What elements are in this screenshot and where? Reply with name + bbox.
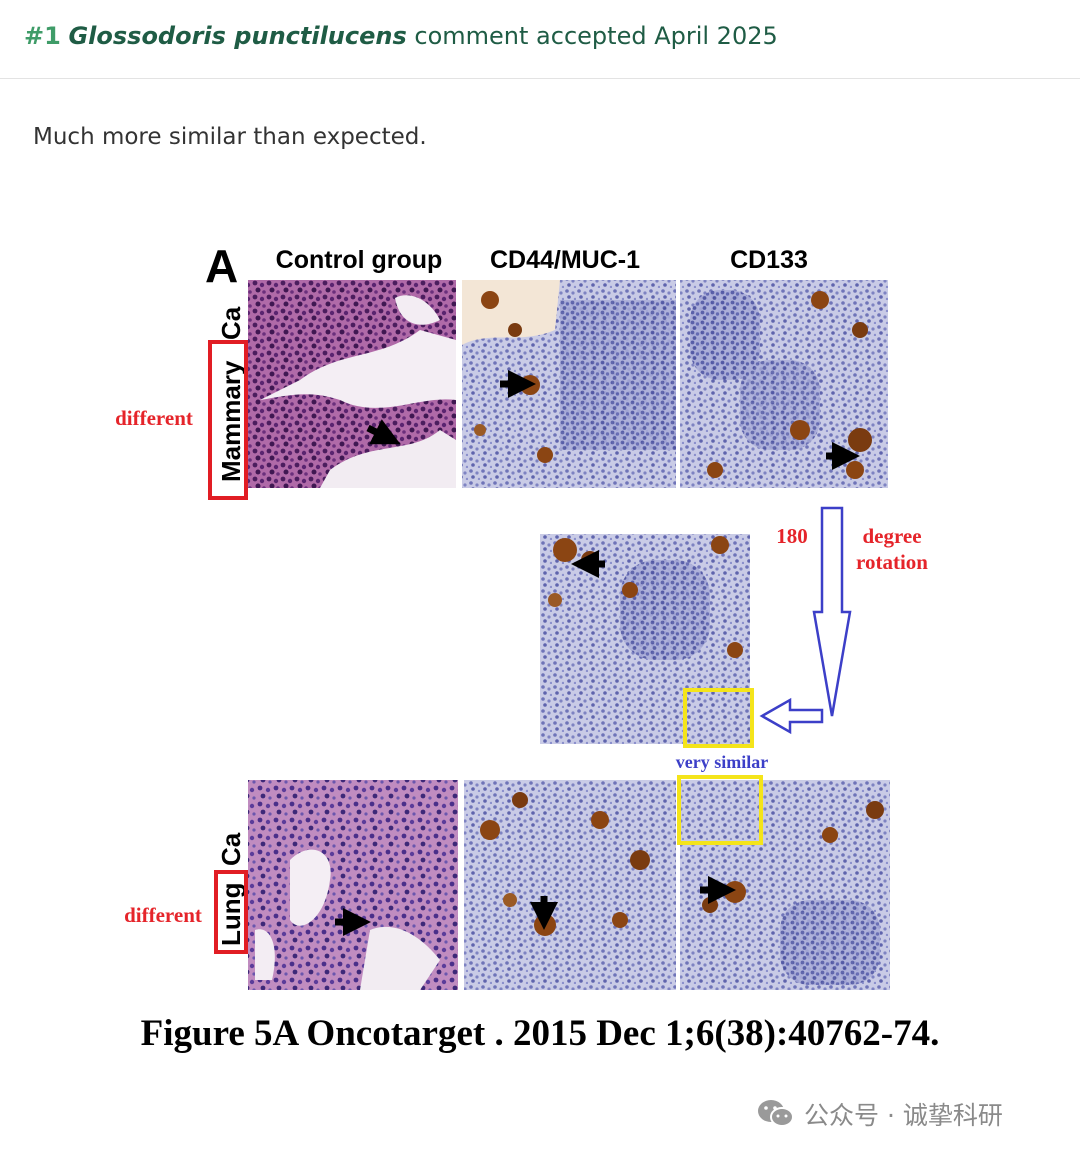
column-header-cd44: CD44/MUC-1: [490, 246, 640, 274]
different-label-bottom: different: [124, 903, 202, 927]
panel-letter: A: [205, 240, 238, 292]
rotation-line1: degree: [862, 524, 921, 548]
panel-rotated-cd133: [540, 534, 750, 744]
row-label-lung: Lung: [216, 882, 246, 946]
watermark: 公众号 · 诚挚科研: [756, 1096, 1003, 1132]
panel-lung-cd133: [680, 780, 890, 990]
row-label-mammary: Mammary: [216, 360, 246, 482]
comment-header: #1 Glossodoris punctilucens comment acce…: [0, 0, 1080, 79]
row-label-mammary-ca: Ca: [216, 306, 246, 340]
yellow-box-rotated: [683, 688, 754, 748]
column-header-control: Control group: [276, 246, 443, 274]
comment-title: #1 Glossodoris punctilucens comment acce…: [24, 22, 778, 50]
watermark-text: 公众号 · 诚挚科研: [804, 1101, 1003, 1130]
panel-lung-cd44: [464, 780, 676, 990]
panel-mammary-cd133: [680, 280, 888, 488]
column-header-cd133: CD133: [730, 246, 808, 274]
panel-lung-control: [248, 780, 458, 990]
red-box-mammary: [208, 340, 248, 500]
down-arrow-outline: [812, 506, 852, 717]
species-name[interactable]: Glossodoris punctilucens: [68, 22, 407, 50]
left-arrow-outline: [759, 697, 824, 735]
figure-caption: Figure 5A Oncotarget . 2015 Dec 1;6(38):…: [140, 1013, 940, 1054]
different-label-top: different: [115, 406, 193, 430]
panel-mammary-cd44: [462, 280, 676, 488]
row-label-lung-ca: Ca: [216, 832, 246, 866]
comment-body: Much more similar than expected.: [33, 124, 427, 150]
wechat-icon: [758, 1100, 794, 1127]
panel-mammary-control: [248, 280, 456, 488]
rotation-number: 180: [776, 524, 808, 548]
comment-status: comment accepted April 2025: [414, 22, 778, 50]
comment-number[interactable]: #1: [24, 22, 61, 50]
yellow-box-lung: [677, 775, 763, 845]
rotation-line2: rotation: [856, 550, 928, 574]
red-box-lung: [214, 870, 248, 954]
very-similar-label: very similar: [676, 752, 768, 772]
